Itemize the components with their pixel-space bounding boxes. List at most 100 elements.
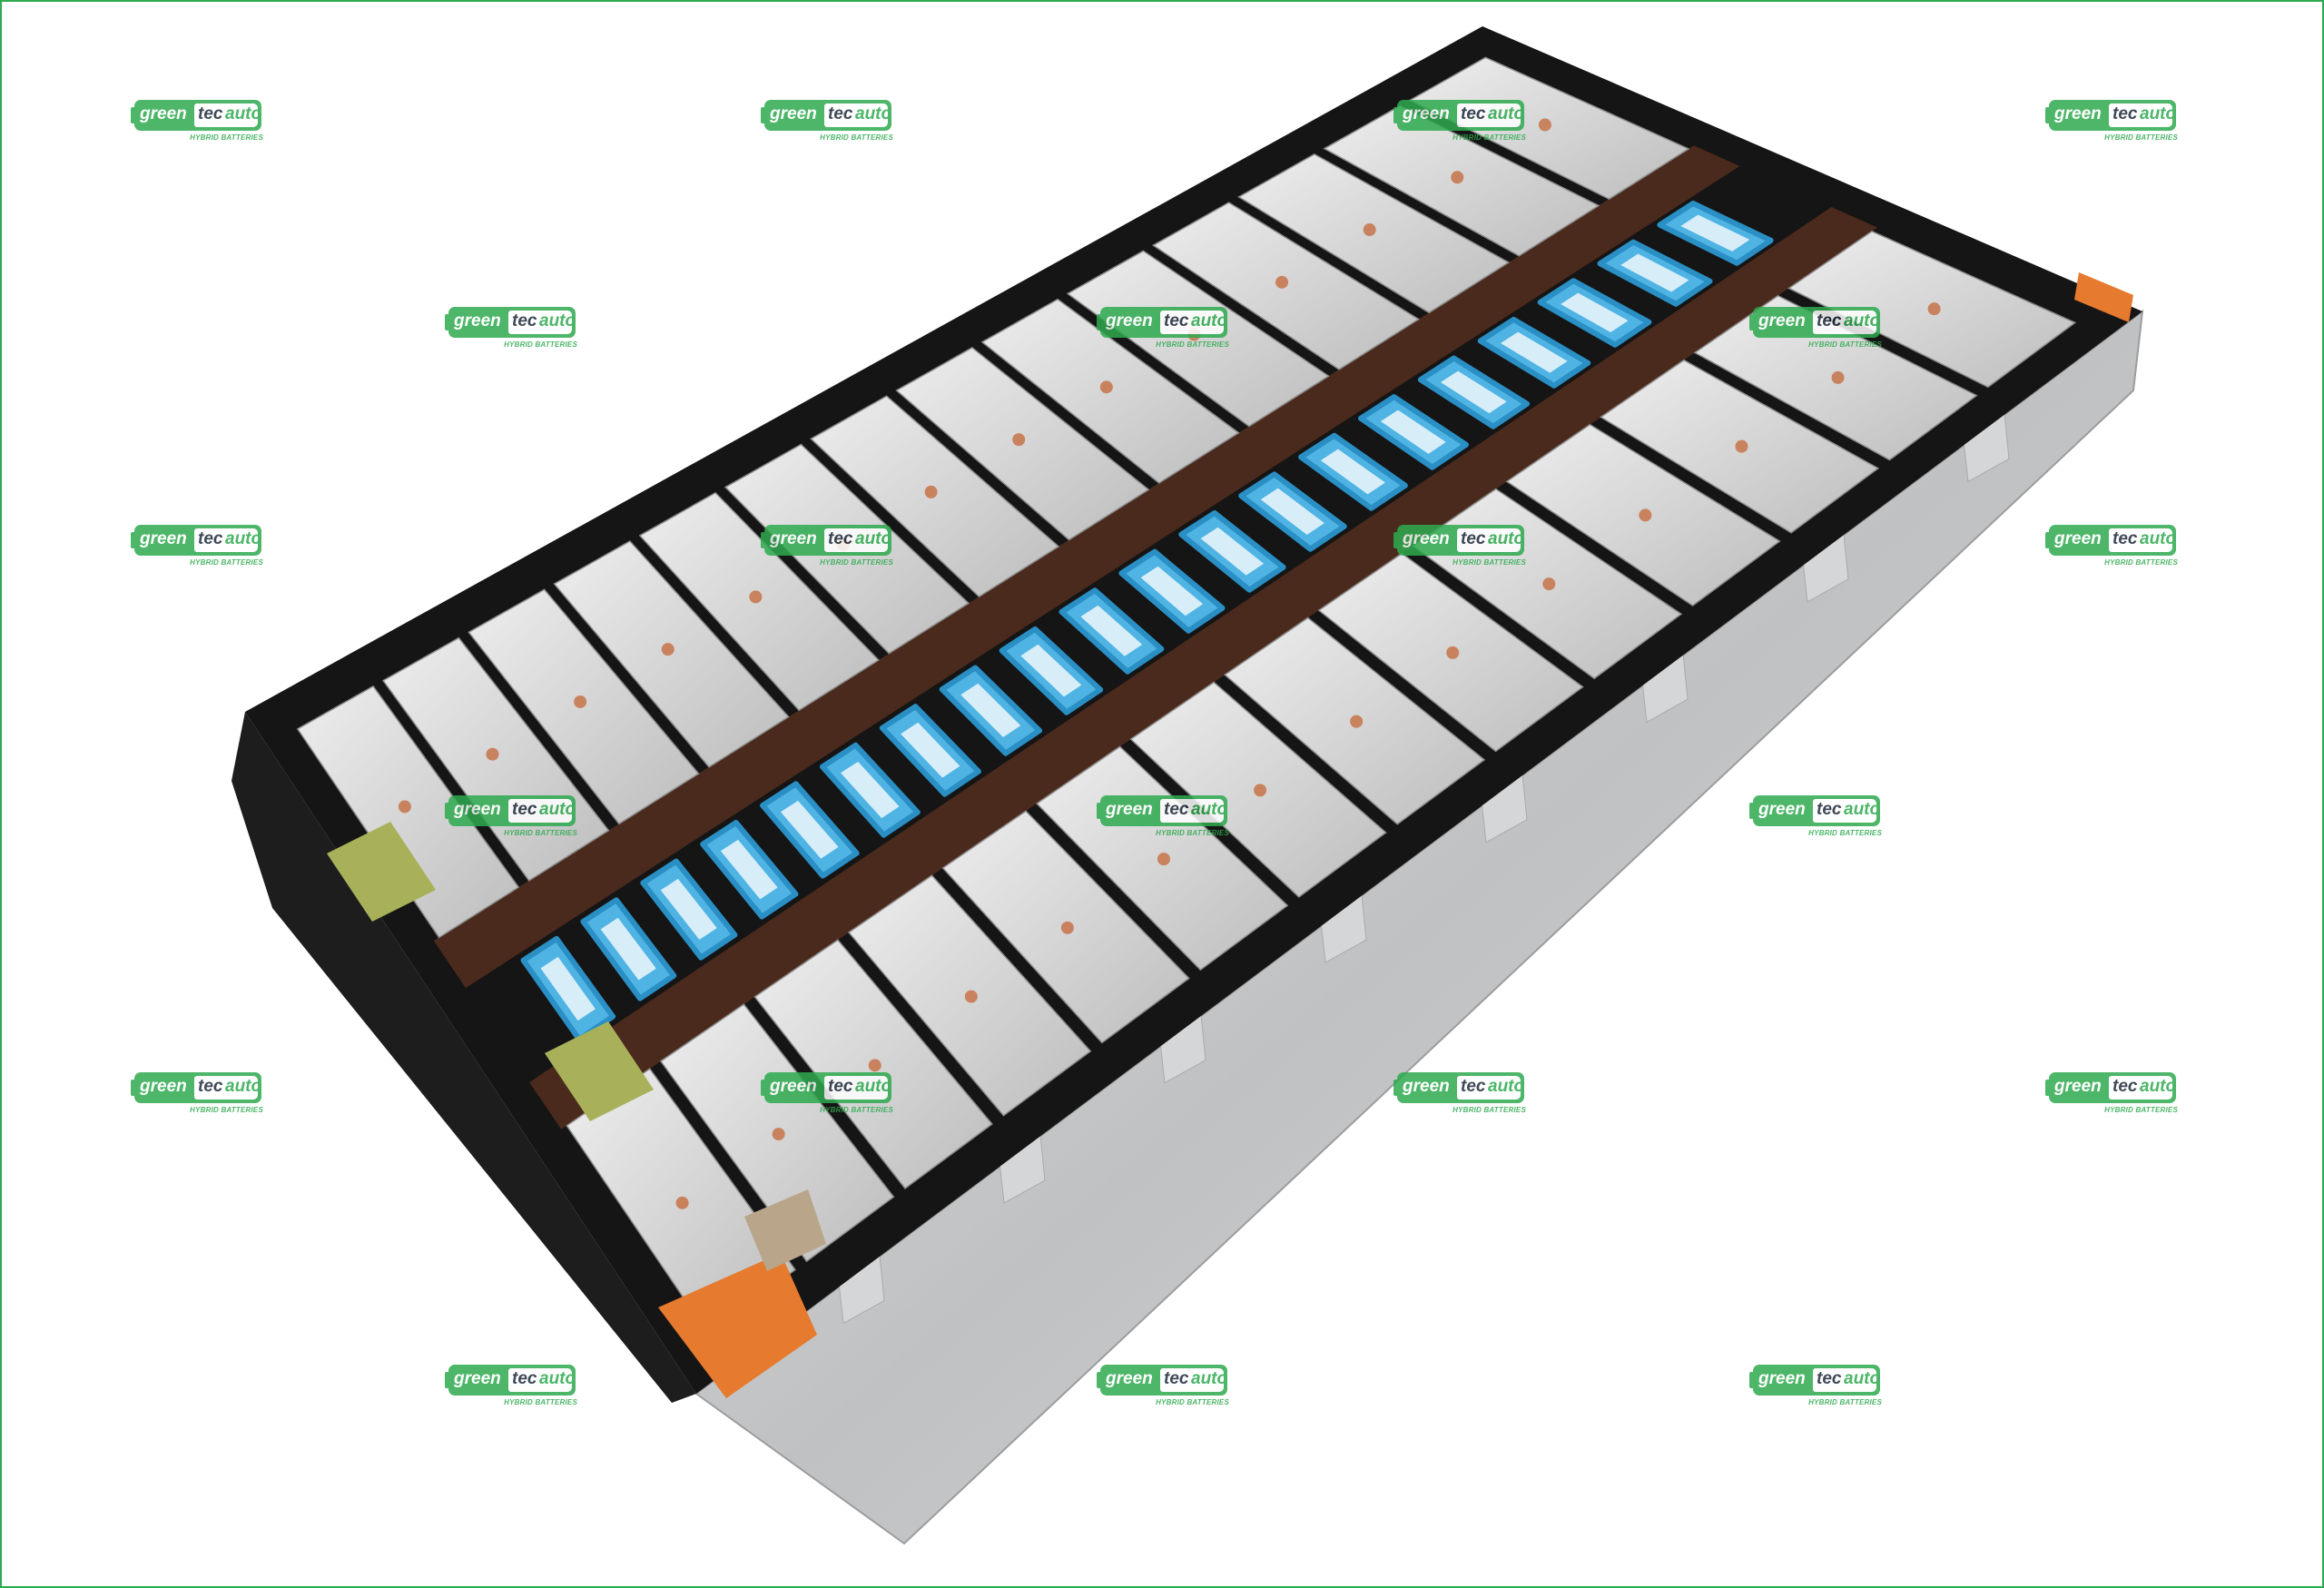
- vent-highlight: [1080, 605, 1143, 656]
- watermark-word-auto: auto: [1844, 800, 1881, 819]
- watermark-word-tec: tec: [1164, 311, 1189, 330]
- watermark-word-tec: tec: [1817, 311, 1842, 330]
- watermark-tagline: HYBRID BATTERIES: [1156, 340, 1229, 349]
- watermark-word-tec: tec: [828, 529, 853, 548]
- watermark-word-green: green: [1403, 104, 1450, 123]
- watermark-word-tec: tec: [512, 1369, 537, 1388]
- cell-terminal-dot: [574, 695, 587, 708]
- flex-circuit-strip: [529, 207, 1878, 1129]
- watermark-word-auto: auto: [225, 104, 262, 123]
- watermark-word-auto: auto: [2140, 1077, 2177, 1096]
- flex-circuit-strip: [433, 145, 1740, 989]
- watermark-word-auto: auto: [1191, 311, 1228, 330]
- watermark-word-green: green: [1106, 800, 1153, 819]
- watermark-tagline: HYBRID BATTERIES: [820, 558, 893, 567]
- watermark-word-green: green: [454, 311, 501, 330]
- watermark-tagline: HYBRID BATTERIES: [820, 1106, 893, 1114]
- cell-terminal-dot: [924, 485, 938, 498]
- vent-highlight: [1320, 449, 1385, 495]
- watermark-word-tec: tec: [198, 529, 223, 548]
- watermark-word-auto: auto: [855, 104, 892, 123]
- watermark-word-tec: tec: [198, 1077, 223, 1096]
- watermark-tagline: HYBRID BATTERIES: [190, 1106, 263, 1114]
- watermark-word-auto: auto: [1488, 104, 1525, 123]
- cell-terminal-dot: [1927, 302, 1941, 316]
- watermark-word-auto: auto: [1191, 1369, 1228, 1388]
- vent-highlight: [1020, 644, 1082, 697]
- watermark-word-green: green: [770, 1077, 817, 1096]
- watermark-word-tec: tec: [1817, 1369, 1842, 1388]
- watermark-word-auto: auto: [225, 1077, 262, 1096]
- watermark-tagline: HYBRID BATTERIES: [2104, 558, 2178, 567]
- vent-highlight: [1260, 488, 1324, 536]
- watermark-tagline: HYBRID BATTERIES: [820, 133, 893, 142]
- watermark-tagline: HYBRID BATTERIES: [1452, 1106, 1526, 1114]
- cell-terminal-dot: [1275, 275, 1289, 289]
- watermark-word-green: green: [1758, 311, 1806, 330]
- vent-highlight: [901, 722, 960, 778]
- watermark-word-green: green: [140, 529, 187, 548]
- watermark-word-tec: tec: [828, 1077, 853, 1096]
- watermark-tagline: HYBRID BATTERIES: [1156, 1398, 1229, 1406]
- watermark-word-green: green: [770, 529, 817, 548]
- vent-highlight: [660, 878, 717, 940]
- watermark-tagline: HYBRID BATTERIES: [2104, 133, 2178, 142]
- watermark-word-tec: tec: [512, 311, 537, 330]
- watermark-word-green: green: [770, 104, 817, 123]
- vent-highlight: [1441, 370, 1507, 414]
- vent-highlight: [1140, 566, 1204, 616]
- watermark-word-green: green: [1106, 1369, 1153, 1388]
- vent-highlight: [841, 761, 900, 819]
- watermark-word-green: green: [1758, 1369, 1806, 1388]
- busbar-terminal: [744, 1189, 826, 1271]
- vent-highlight: [1620, 253, 1689, 292]
- watermark-tagline: HYBRID BATTERIES: [504, 1398, 577, 1406]
- orange-terminal-cover: [658, 1253, 817, 1398]
- watermark-word-auto: auto: [539, 311, 576, 330]
- watermark-word-green: green: [2054, 104, 2102, 123]
- vent-highlight: [1561, 292, 1629, 333]
- watermark-word-auto: auto: [855, 1077, 892, 1096]
- watermark-word-tec: tec: [2112, 1077, 2138, 1096]
- watermark-tagline: HYBRID BATTERIES: [190, 558, 263, 567]
- vent-highlight: [1200, 527, 1265, 576]
- watermark-tagline: HYBRID BATTERIES: [1156, 829, 1229, 837]
- cell-terminal-dot: [1099, 380, 1113, 394]
- watermark-word-tec: tec: [1164, 800, 1189, 819]
- orange-terminal-cover-far: [2074, 272, 2133, 322]
- watermark-word-auto: auto: [2140, 104, 2177, 123]
- cell-terminal-dot: [1639, 508, 1652, 522]
- cell-terminal-dot: [1157, 853, 1170, 866]
- watermark-word-auto: auto: [225, 529, 262, 548]
- watermark-word-auto: auto: [1191, 800, 1228, 819]
- watermark-word-tec: tec: [1164, 1369, 1189, 1388]
- watermark-word-auto: auto: [1844, 1369, 1881, 1388]
- cell-terminal-dot: [661, 643, 675, 656]
- watermark-word-tec: tec: [2112, 529, 2138, 548]
- vent-highlight: [540, 956, 596, 1021]
- watermark-tagline: HYBRID BATTERIES: [190, 133, 263, 142]
- watermark-tagline: HYBRID BATTERIES: [1808, 1398, 1882, 1406]
- watermark-word-green: green: [140, 1077, 187, 1096]
- watermark-word-auto: auto: [2140, 529, 2177, 548]
- watermark-word-auto: auto: [539, 1369, 576, 1388]
- cell-terminal-dot: [1350, 715, 1364, 728]
- watermark-word-tec: tec: [828, 104, 853, 123]
- watermark-word-tec: tec: [1461, 529, 1486, 548]
- watermark-word-tec: tec: [2112, 104, 2138, 123]
- watermark-tagline: HYBRID BATTERIES: [504, 829, 577, 837]
- connector-board: [545, 1021, 654, 1121]
- vent-highlight: [1680, 214, 1750, 252]
- cell-terminal-dot: [964, 990, 978, 1003]
- cell-terminal-dot: [1538, 118, 1551, 132]
- watermark-word-auto: auto: [1488, 1077, 1525, 1096]
